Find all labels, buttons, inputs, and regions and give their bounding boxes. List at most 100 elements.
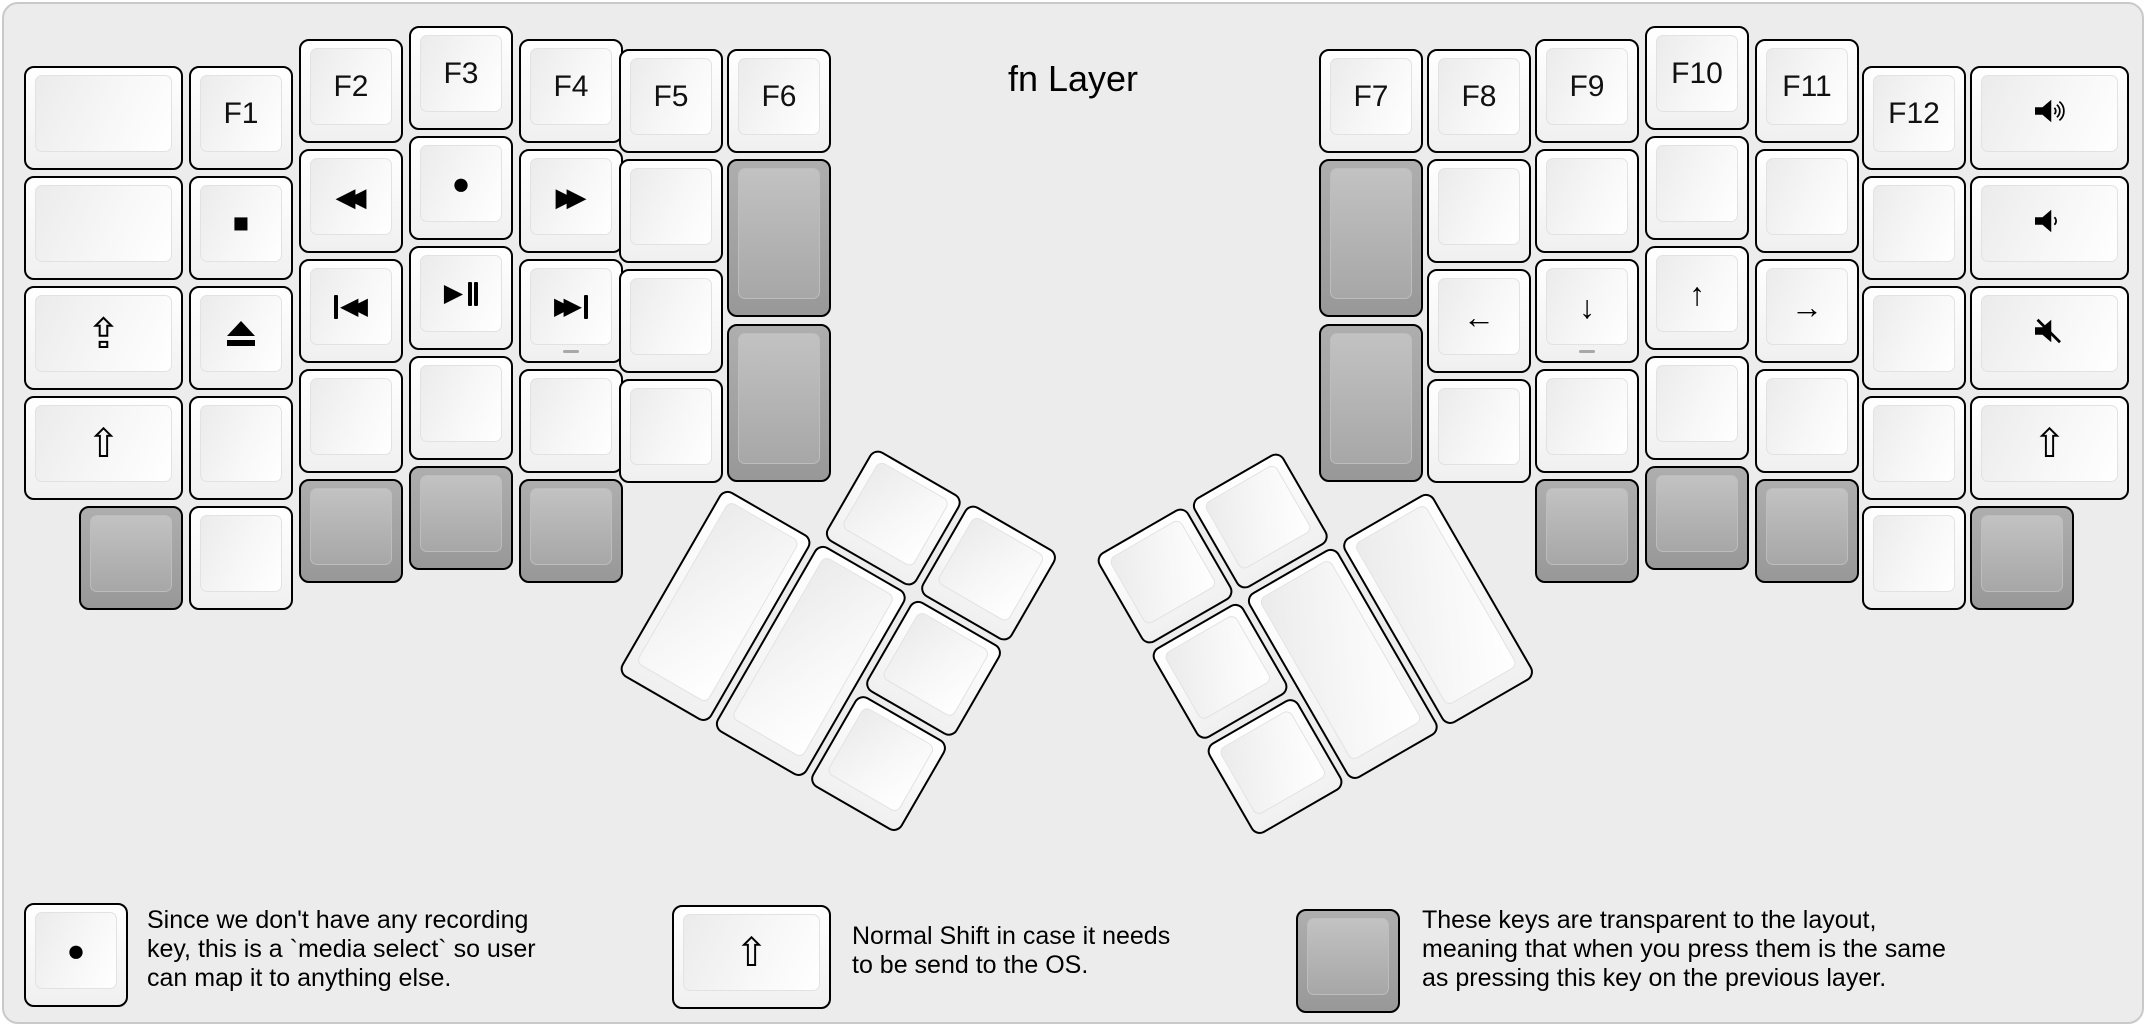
keycap-top xyxy=(1163,613,1273,722)
legend-key-record: ● xyxy=(24,903,128,1007)
key-transparent[interactable] xyxy=(1319,159,1423,317)
key-f9[interactable]: F9 xyxy=(1535,39,1639,143)
fast-forward-glyph: ▶▶ xyxy=(554,292,582,320)
arrow-down-icon: ↓ xyxy=(1579,288,1595,325)
key-record-media-select[interactable]: ● xyxy=(409,136,513,240)
key-blank[interactable] xyxy=(1862,396,1966,500)
key-shift[interactable]: ⇧ xyxy=(24,396,183,500)
key-blank[interactable] xyxy=(1755,369,1859,473)
key-blank[interactable] xyxy=(409,356,513,460)
key-f2[interactable]: F2 xyxy=(299,39,403,143)
key-f11[interactable]: F11 xyxy=(1755,39,1859,143)
key-volume-up[interactable] xyxy=(1970,66,2129,170)
key-arrow-up[interactable]: ↑ xyxy=(1645,246,1749,350)
key-shift[interactable]: ⇧ xyxy=(1970,396,2129,500)
keycap-top xyxy=(1546,488,1628,565)
keycap-top xyxy=(420,365,502,442)
keycap-top xyxy=(1218,708,1328,817)
homing-dash xyxy=(563,350,579,353)
key-blank[interactable] xyxy=(519,369,623,473)
key-rewind[interactable]: ◀◀ xyxy=(299,149,403,253)
keycap-top xyxy=(881,610,991,719)
keycap-top xyxy=(936,515,1046,623)
keycap-top: F8 xyxy=(1438,58,1520,135)
keycap-top xyxy=(738,168,820,299)
key-blank[interactable] xyxy=(189,506,293,610)
key-blank[interactable] xyxy=(24,66,183,170)
legend-key-shift: ⇧ xyxy=(672,905,831,1009)
key-next-track[interactable]: ▶▶ xyxy=(519,259,623,363)
key-transparent[interactable] xyxy=(727,324,831,482)
key-f4[interactable]: F4 xyxy=(519,39,623,143)
key-blank[interactable] xyxy=(1645,136,1749,240)
keycap-top xyxy=(1307,918,1389,995)
key-transparent[interactable] xyxy=(1319,324,1423,482)
key-blank[interactable] xyxy=(1862,506,1966,610)
key-f3[interactable]: F3 xyxy=(409,26,513,130)
keycap-top xyxy=(630,168,712,245)
key-transparent[interactable] xyxy=(1970,506,2074,610)
key-f5[interactable]: F5 xyxy=(619,49,723,153)
keycap-top xyxy=(530,378,612,455)
key-eject[interactable] xyxy=(189,286,293,390)
keycap-top: → xyxy=(1766,268,1848,345)
keycap-top xyxy=(1438,168,1520,245)
key-blank[interactable] xyxy=(1427,159,1531,263)
key-caps-lock[interactable]: ⇪ xyxy=(24,286,183,390)
volume-up-icon xyxy=(2030,96,2070,131)
key-transparent[interactable] xyxy=(1645,466,1749,570)
bar-shape xyxy=(583,294,588,319)
key-arrow-left[interactable]: ← xyxy=(1427,269,1531,373)
key-transparent[interactable] xyxy=(409,466,513,570)
key-arrow-right[interactable]: → xyxy=(1755,259,1859,363)
key-f1[interactable]: F1 xyxy=(189,66,293,170)
key-transparent[interactable] xyxy=(1535,479,1639,583)
keycap-top: ● xyxy=(420,145,502,222)
key-blank[interactable] xyxy=(1755,149,1859,253)
keycap-top: ◀◀ xyxy=(310,268,392,345)
key-arrow-down[interactable]: ↓ xyxy=(1535,259,1639,363)
key-blank[interactable] xyxy=(619,379,723,483)
key-blank[interactable] xyxy=(1427,379,1531,483)
key-transparent[interactable] xyxy=(727,159,831,317)
key-blank[interactable] xyxy=(1862,286,1966,390)
key-play-pause[interactable]: ▶ xyxy=(409,246,513,350)
key-blank[interactable] xyxy=(1535,149,1639,253)
legend-text-1: Since we don't have any recording key, t… xyxy=(147,906,536,992)
key-f7[interactable]: F7 xyxy=(1319,49,1423,153)
key-transparent[interactable] xyxy=(519,479,623,583)
key-blank[interactable] xyxy=(619,269,723,373)
key-volume-down[interactable] xyxy=(1970,176,2129,280)
key-transparent[interactable] xyxy=(299,479,403,583)
key-blank[interactable] xyxy=(189,396,293,500)
key-mute[interactable] xyxy=(1970,286,2129,390)
key-fast-forward[interactable]: ▶▶ xyxy=(519,149,623,253)
key-f12[interactable]: F12 xyxy=(1862,66,1966,170)
key-transparent[interactable] xyxy=(1755,479,1859,583)
key-blank[interactable] xyxy=(299,369,403,473)
keycap-top xyxy=(310,378,392,455)
key-prev-track[interactable]: ◀◀ xyxy=(299,259,403,363)
key-blank[interactable] xyxy=(1862,176,1966,280)
rewind-glyph: ◀◀ xyxy=(340,292,368,320)
key-f10[interactable]: F10 xyxy=(1645,26,1749,130)
key-f8[interactable]: F8 xyxy=(1427,49,1531,153)
key-f6[interactable]: F6 xyxy=(727,49,831,153)
keycap-top xyxy=(1873,405,1955,482)
homing-dash xyxy=(1579,350,1595,353)
legend-text-3: These keys are transparent to the layout… xyxy=(1422,906,1946,992)
keycap-top: ⇪ xyxy=(35,295,172,372)
eject-bar xyxy=(227,340,255,346)
key-blank[interactable] xyxy=(24,176,183,280)
keycap-top xyxy=(530,488,612,565)
key-stop[interactable]: ■ xyxy=(189,176,293,280)
record-icon: ● xyxy=(451,166,471,201)
legend-key-transparent xyxy=(1296,909,1400,1013)
key-blank[interactable] xyxy=(619,159,723,263)
keycap-top: ↑ xyxy=(1656,255,1738,332)
keycap-top: ▶ xyxy=(420,255,502,332)
key-transparent[interactable] xyxy=(79,506,183,610)
key-blank[interactable] xyxy=(1645,356,1749,460)
legend-text-2: Normal Shift in case it needs to be send… xyxy=(852,922,1171,979)
key-blank[interactable] xyxy=(1535,369,1639,473)
